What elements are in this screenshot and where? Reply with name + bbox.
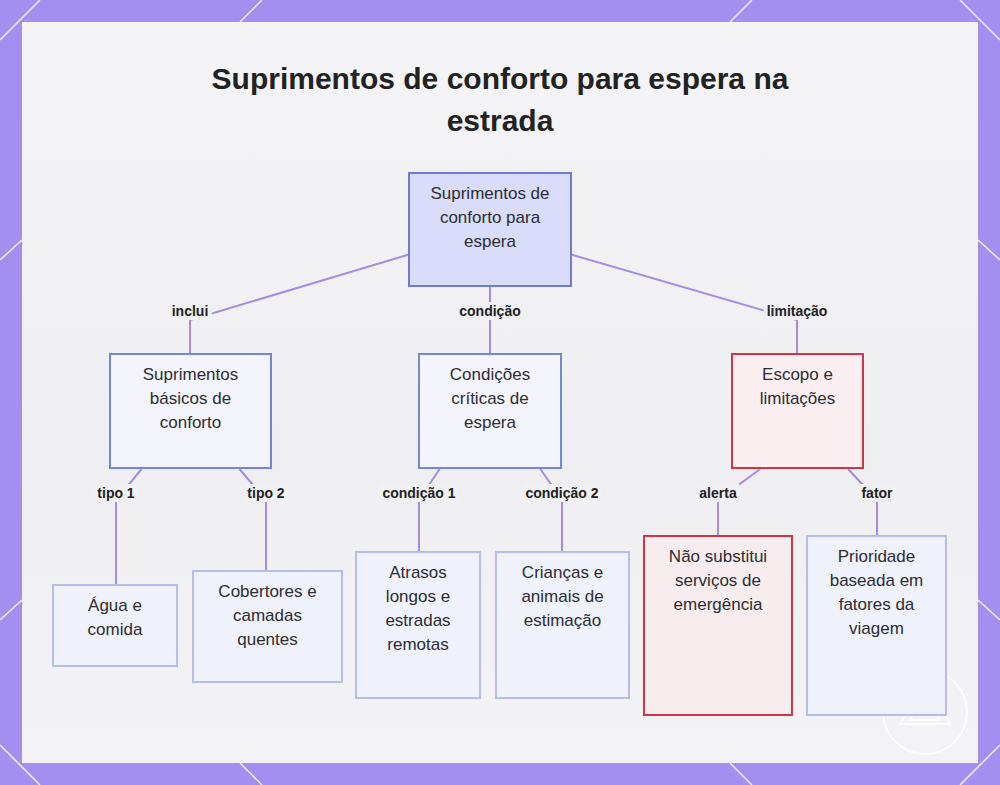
edge-label: tipo 2: [244, 484, 287, 502]
edge-label: inclui: [169, 302, 212, 320]
edge-label: condição 2: [522, 484, 601, 502]
node-text: Não substitui serviços de emergência: [653, 545, 783, 617]
node-text: Condições críticas de espera: [428, 363, 552, 435]
connector-line: [190, 255, 408, 353]
connector-line: [718, 469, 760, 535]
diagram-title: Suprimentos de conforto para espera na e…: [200, 58, 800, 142]
concept-box: Cobertores e camadas quentes: [192, 570, 343, 683]
edge-label: tipo 1: [94, 484, 137, 502]
concept-box: Prioridade baseada em fatores da viagem: [806, 535, 947, 716]
connector-line: [848, 469, 877, 535]
edge-label: limitação: [764, 302, 831, 320]
concept-box: Condições críticas de espera: [418, 353, 562, 469]
node-text: Crianças e animais de estimação: [505, 561, 620, 633]
node-text: Atrasos longos e estradas remotas: [365, 561, 471, 657]
concept-box: Suprimentos básicos de conforto: [109, 353, 272, 469]
node-text: Prioridade baseada em fatores da viagem: [816, 545, 937, 641]
edge-label: fator: [858, 484, 895, 502]
concept-box: Atrasos longos e estradas remotas: [355, 551, 481, 699]
edge-label: condição 1: [379, 484, 458, 502]
connector-line: [540, 469, 562, 551]
connector-line: [419, 469, 440, 551]
alert-box: Não substitui serviços de emergência: [643, 535, 793, 716]
node-text: Suprimentos de conforto para espera: [418, 182, 562, 254]
connector-line: [489, 287, 491, 353]
edge-label: alerta: [696, 484, 739, 502]
node-text: Escopo e limitações: [741, 363, 854, 411]
node-text: Cobertores e camadas quentes: [202, 580, 333, 652]
alert-box: Escopo e limitações: [731, 353, 864, 469]
node-text: Suprimentos básicos de conforto: [119, 363, 262, 435]
concept-box: Crianças e animais de estimação: [495, 551, 630, 699]
root-box: Suprimentos de conforto para espera: [408, 172, 572, 287]
node-text: Água e comida: [62, 594, 168, 642]
edge-label: condição: [456, 302, 523, 320]
concept-box: Água e comida: [52, 584, 178, 667]
